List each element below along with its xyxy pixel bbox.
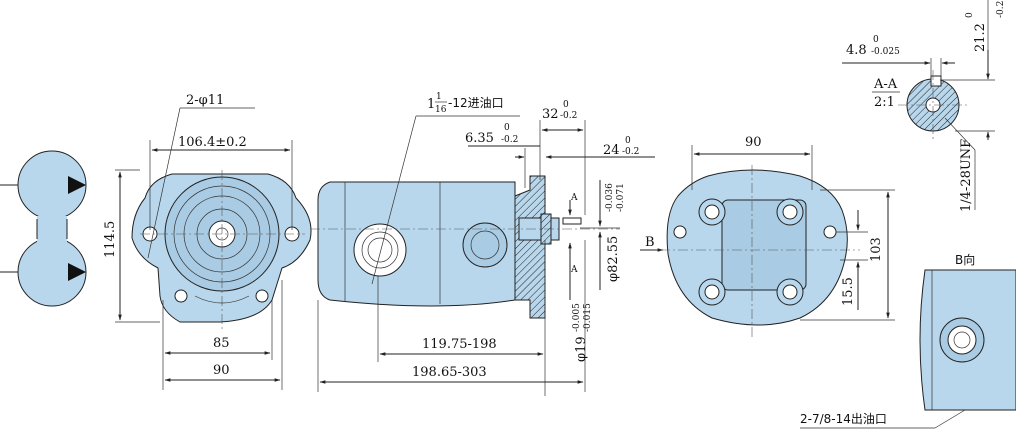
dim-32-tol-bot: -0.2: [560, 111, 577, 121]
dim-48-tol-top: 0: [873, 35, 879, 45]
dim-212-tol-bot: -0.2: [996, 1, 1006, 18]
dim-212-tol-top: 0: [965, 12, 975, 18]
section-aa-scale: 2:1: [874, 95, 895, 110]
dim-19865: 198.65-303: [412, 365, 487, 380]
dim-24-tol-top: 0: [625, 136, 631, 146]
dim-19-tol-top: -0.005: [572, 303, 582, 332]
dim-8255-tol-bot: -0.071: [616, 183, 626, 212]
dim-48-tol-bot: -0.025: [871, 47, 900, 57]
dim-holes: 2-φ11: [186, 93, 224, 108]
dim-8255: φ82.55: [606, 236, 621, 282]
dim-32: 32: [542, 107, 559, 122]
inlet-label: -12进油口: [448, 96, 504, 110]
dim-thread: 1/4-28UNF: [959, 139, 974, 212]
front-view: [115, 107, 312, 390]
dim-155: 15.5: [841, 277, 856, 306]
dim-103: 103: [869, 237, 884, 262]
inlet-fraction-den: 16: [435, 105, 447, 115]
side-view: [310, 115, 664, 396]
dim-90-front: 90: [213, 363, 230, 378]
section-aa-title: A-A: [873, 77, 898, 92]
view-b: [800, 269, 1016, 429]
hydraulic-symbol: [0, 150, 87, 307]
section-a-top: A: [570, 193, 578, 203]
dim-635-tol-bot: -0.2: [501, 135, 518, 145]
section-a-bottom: A: [570, 265, 578, 275]
dim-24: 24: [603, 143, 620, 158]
dim-635: 6.35: [465, 131, 494, 146]
dim-19: φ19: [574, 336, 589, 362]
dim-height: 114.5: [103, 221, 118, 258]
dim-11975: 119.75-198: [422, 337, 497, 352]
dim-19-tol-bot: -0.015: [583, 303, 593, 332]
dim-635-tol-top: 0: [504, 123, 510, 133]
inlet-fraction-num: 1: [436, 92, 442, 102]
dim-24-tol-bot: -0.2: [622, 147, 639, 157]
dim-90-rear: 90: [745, 135, 762, 150]
dim-48: 4.8: [846, 43, 867, 58]
section-aa: [842, 0, 995, 210]
dim-width: 106.4±0.2: [178, 135, 247, 150]
inlet-prefix: 1: [427, 97, 435, 112]
dim-212: 21.2: [973, 23, 988, 52]
view-b-arrow-label: B: [645, 235, 655, 250]
outlet-label: 2-7/8-14出油口: [800, 412, 887, 426]
dim-85: 85: [213, 336, 230, 351]
dim-8255-tol-top: -0.036: [605, 183, 615, 212]
rear-view: [660, 145, 895, 340]
dim-32-tol-top: 0: [563, 100, 569, 110]
view-b-title: B向: [955, 252, 975, 267]
